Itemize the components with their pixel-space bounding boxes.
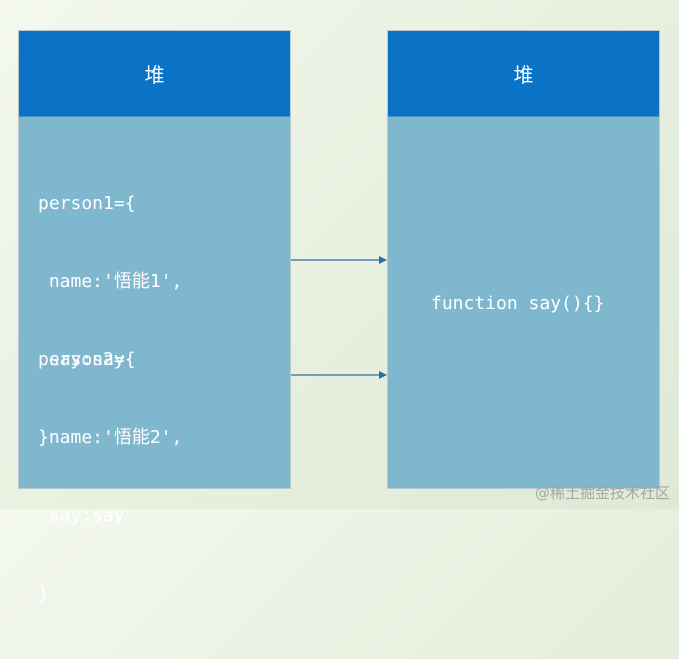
person2-line-2: name:'悟能2', bbox=[38, 427, 183, 448]
person1-object-code: person1={ name:'悟能1', say:say } bbox=[38, 139, 182, 503]
person2-line-3: say:say bbox=[38, 505, 125, 526]
person1-line-3: say:say bbox=[38, 349, 125, 370]
person2-object-code: person2={ name:'悟能2', say:say } bbox=[38, 295, 182, 659]
left-heap-title: 堆 bbox=[144, 63, 165, 87]
person1-line-2: name:'悟能1', bbox=[38, 271, 183, 292]
person1-reference-arrow bbox=[291, 256, 387, 264]
person2-reference-arrow bbox=[291, 371, 387, 379]
watermark-text: @稀土掘金技术社区 bbox=[534, 484, 670, 502]
person1-line-1: person1={ bbox=[38, 193, 136, 214]
say-function-code: function say(){} bbox=[431, 293, 605, 314]
person2-line-1: person2={ bbox=[38, 349, 136, 370]
right-heap-panel: 堆 function say(){} bbox=[387, 30, 660, 489]
left-heap-panel: 堆 person1={ name:'悟能1', say:say } person… bbox=[18, 30, 291, 604]
person1-line-4: } bbox=[38, 427, 49, 448]
left-heap-header: 堆 bbox=[19, 31, 290, 117]
right-heap-header: 堆 bbox=[388, 31, 659, 117]
person2-line-4: } bbox=[38, 583, 49, 604]
right-heap-title: 堆 bbox=[513, 63, 534, 87]
